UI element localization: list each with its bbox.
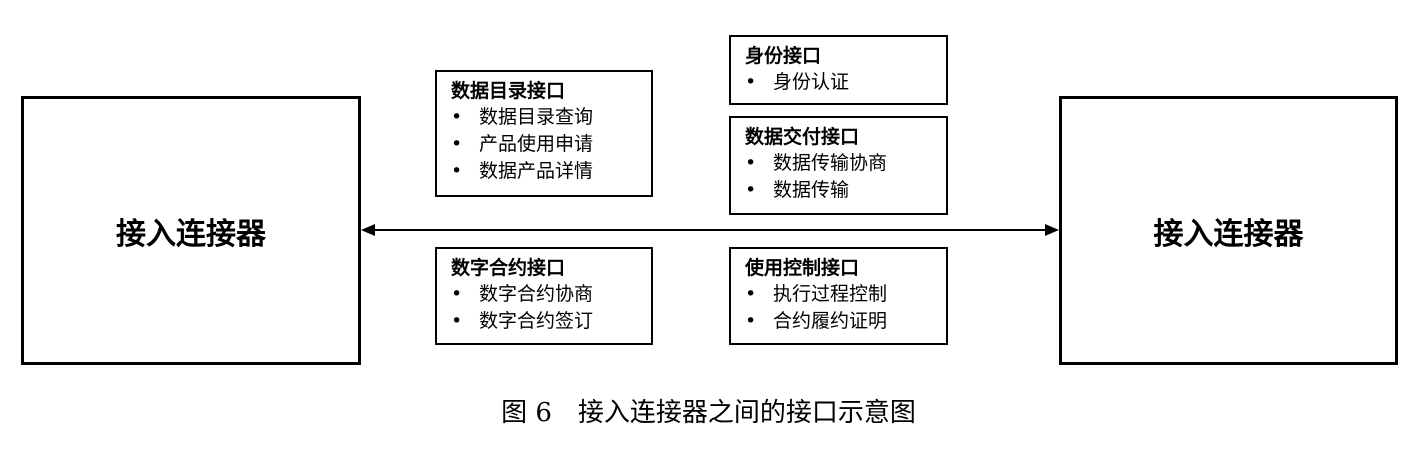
list-item: • 产品使用申请 <box>451 131 641 158</box>
bullet-icon: • <box>745 71 757 93</box>
interface-title: 数字合约接口 <box>451 257 566 279</box>
arrow-head-right <box>1045 224 1059 236</box>
data-catalog-interface-box: 数据目录接口 • 数据目录查询 • 产品使用申请 • 数据产品详情 <box>435 70 653 197</box>
data-delivery-interface-box: 数据交付接口 • 数据传输协商 • 数据传输 <box>729 116 948 215</box>
list-item: • 数字合约签订 <box>451 308 641 335</box>
bullet-icon: • <box>745 179 757 201</box>
arrow-head-left <box>361 224 375 236</box>
item-text: 数据目录查询 <box>479 106 594 128</box>
list-item: • 数据目录查询 <box>451 104 641 131</box>
item-text: 数据传输 <box>773 179 850 201</box>
bullet-icon: • <box>745 310 757 332</box>
bullet-icon: • <box>451 283 463 305</box>
item-text: 数据产品详情 <box>479 160 594 182</box>
interface-title: 数据目录接口 <box>451 80 566 102</box>
item-text: 产品使用申请 <box>479 133 594 155</box>
bullet-icon: • <box>451 106 463 128</box>
interface-title: 使用控制接口 <box>745 257 860 279</box>
interface-title: 身份接口 <box>745 45 822 67</box>
item-text: 合约履约证明 <box>773 310 888 332</box>
connector-right: 接入连接器 <box>1059 96 1398 365</box>
item-text: 数据传输协商 <box>773 152 888 174</box>
item-text: 数字合约签订 <box>479 310 594 332</box>
connector-left-label: 接入连接器 <box>116 216 266 252</box>
connector-left: 接入连接器 <box>21 96 361 365</box>
interface-title: 数据交付接口 <box>745 126 860 148</box>
bullet-icon: • <box>451 160 463 182</box>
list-item: • 数字合约协商 <box>451 281 641 308</box>
identity-interface-box: 身份接口 • 身份认证 <box>729 35 948 105</box>
list-item: • 数据传输 <box>745 177 936 204</box>
list-item: • 数据传输协商 <box>745 150 936 177</box>
figure-caption: 图 6 接入连接器之间的接口示意图 <box>501 398 916 428</box>
list-item: • 合约履约证明 <box>745 308 936 335</box>
item-text: 数字合约协商 <box>479 283 594 305</box>
list-item: • 数据产品详情 <box>451 158 641 185</box>
item-text: 身份认证 <box>773 71 850 93</box>
usage-control-interface-box: 使用控制接口 • 执行过程控制 • 合约履约证明 <box>729 247 948 345</box>
digital-contract-interface-box: 数字合约接口 • 数字合约协商 • 数字合约签订 <box>435 247 653 345</box>
bullet-icon: • <box>745 283 757 305</box>
bullet-icon: • <box>451 133 463 155</box>
bullet-icon: • <box>745 152 757 174</box>
list-item: • 执行过程控制 <box>745 281 936 308</box>
item-text: 执行过程控制 <box>773 283 888 305</box>
connector-right-label: 接入连接器 <box>1153 216 1304 252</box>
list-item: • 身份认证 <box>745 69 936 96</box>
bullet-icon: • <box>451 310 463 332</box>
